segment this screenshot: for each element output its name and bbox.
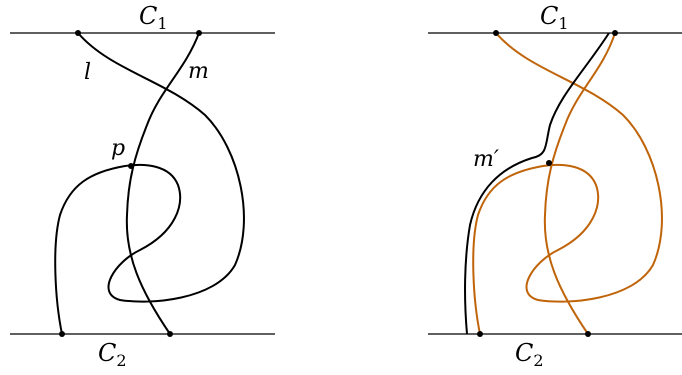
left-label-c1: C1 — [139, 2, 168, 33]
left-panel: C1 C2 l m p — [10, 2, 275, 370]
right-point-p — [546, 160, 552, 166]
left-label-p: p — [111, 136, 125, 161]
right-curve-l-highlight — [472, 32, 663, 335]
right-panel: C1 C2 m′ — [428, 2, 682, 370]
left-point-l-top — [75, 30, 81, 36]
left-label-m: m — [188, 59, 209, 84]
left-label-l: l — [84, 60, 91, 85]
right-point-m-top — [612, 30, 618, 36]
left-label-c2: C2 — [98, 339, 127, 370]
right-curve-m-highlight — [543, 32, 616, 335]
left-point-l-bottom — [59, 331, 65, 337]
left-point-m-top — [196, 30, 202, 36]
left-point-p — [128, 163, 134, 169]
left-point-m-bottom — [167, 331, 173, 337]
right-curve-m-prime — [464, 32, 610, 335]
left-curve-m — [125, 32, 200, 335]
right-point-l-bottom — [477, 331, 483, 337]
right-label-c2: C2 — [515, 339, 544, 370]
right-label-m-prime: m′ — [473, 147, 499, 172]
right-label-c1: C1 — [540, 2, 569, 33]
right-point-l-top — [493, 30, 499, 36]
right-point-m-bottom — [585, 331, 591, 337]
left-curve-l — [54, 32, 245, 335]
